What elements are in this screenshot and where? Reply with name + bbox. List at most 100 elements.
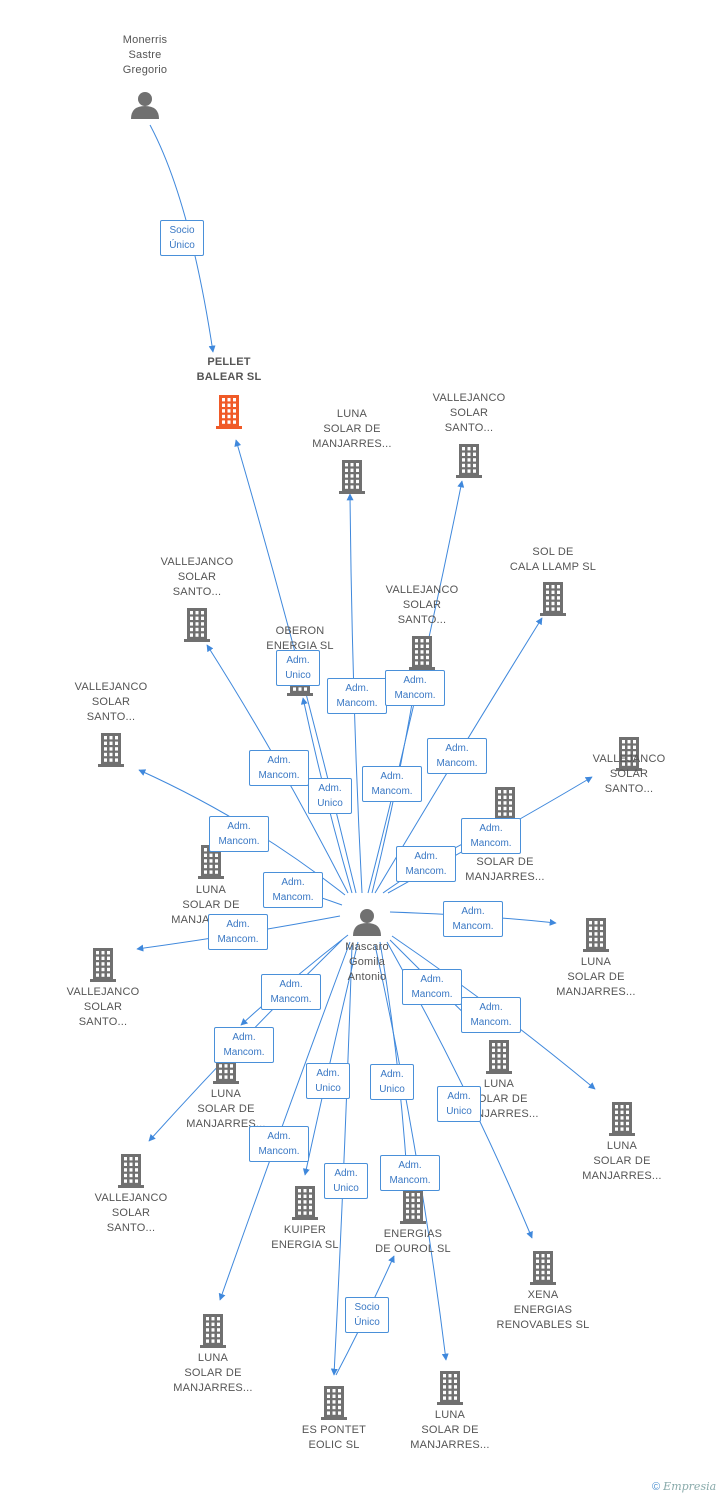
relation-label[interactable]: Adm.Mancom.	[327, 678, 387, 714]
node-label-line: SANTO...	[397, 614, 447, 626]
relation-label-line: Adm.	[267, 1131, 291, 1142]
relation-label-line: Socio	[354, 1302, 380, 1313]
relation-label-line: Adm.	[318, 783, 342, 794]
relation-label-line: Adm.	[281, 877, 305, 888]
relation-label-line: Único	[354, 1317, 380, 1328]
node-label-line: VALLEJANCO	[432, 392, 506, 404]
relation-label[interactable]: Adm.Mancom.	[396, 846, 456, 882]
relation-label[interactable]: Adm.Mancom.	[380, 1155, 440, 1191]
relation-label[interactable]: Adm.Mancom.	[402, 969, 462, 1005]
relation-label[interactable]: Adm.Unico	[276, 650, 320, 686]
relation-label[interactable]: Adm.Mancom.	[208, 914, 268, 950]
node-label-line: SANTO...	[444, 422, 494, 434]
relation-label[interactable]: Adm.Mancom.	[461, 997, 521, 1033]
node-label-line: ENERGIAS	[383, 1228, 443, 1240]
relation-label[interactable]: Adm.Mancom.	[249, 1126, 309, 1162]
node-label-line: XENA	[527, 1289, 559, 1301]
relation-label[interactable]: Adm.Mancom.	[461, 818, 521, 854]
relation-label-line: Unico	[285, 670, 311, 681]
relation-label-line: Mancom.	[436, 758, 478, 769]
relation-label-line: Adm.	[398, 1160, 422, 1171]
node-label-line: BALEAR SL	[196, 371, 262, 383]
relation-label[interactable]: Adm.Mancom.	[362, 766, 422, 802]
relation-label[interactable]: Adm.Mancom.	[385, 670, 445, 706]
node-label-line: SANTO...	[172, 586, 222, 598]
relation-label-line: Mancom.	[371, 786, 413, 797]
relation-label-line: Adm.	[420, 974, 444, 985]
relation-label[interactable]: Adm.Unico	[437, 1086, 481, 1122]
building-icon	[292, 1186, 318, 1220]
brand-logo[interactable]: Empresia	[663, 1480, 717, 1493]
relation-label-line: Mancom.	[270, 994, 312, 1005]
node-label-line: Monerris	[122, 34, 168, 46]
node-label-line: ENERGIA SL	[271, 1239, 339, 1251]
person-icon	[131, 92, 159, 119]
building-icon	[486, 1040, 512, 1074]
relation-label[interactable]: Adm.Mancom.	[214, 1027, 274, 1063]
node-label-line: SANTO...	[604, 783, 654, 795]
relation-label[interactable]: Adm.Mancom.	[209, 816, 269, 852]
node-label-line: LUNA	[195, 884, 227, 896]
relation-label-line: Adm.	[403, 675, 427, 686]
relation-label-line: Mancom.	[218, 836, 260, 847]
relation-label[interactable]: Adm.Mancom.	[249, 750, 309, 786]
relation-label[interactable]: Adm.Unico	[306, 1063, 350, 1099]
relation-label[interactable]: Adm.Unico	[370, 1064, 414, 1100]
relation-label[interactable]: Adm.Mancom.	[261, 974, 321, 1010]
node-label-line: Sastre	[128, 49, 162, 61]
relation-label[interactable]: Adm.Unico	[324, 1163, 368, 1199]
relation-label-line: Adm.	[479, 823, 503, 834]
building-icon	[609, 1102, 635, 1136]
relation-label[interactable]: Adm.Mancom.	[443, 901, 503, 937]
node-label-line: SOL DE	[532, 546, 574, 558]
node-label-line: SOLAR DE	[197, 1103, 255, 1115]
node-label-line: Gomila	[348, 956, 386, 968]
node-ourol[interactable]: ENERGIAS DE OUROL SL	[353, 1188, 473, 1255]
node-label-line: MANJARRES...	[312, 438, 392, 450]
relation-label[interactable]: Adm.Mancom.	[427, 738, 487, 774]
relation-label-line: Adm.	[232, 1032, 256, 1043]
relation-label-line: Unico	[315, 1083, 341, 1094]
relation-label[interactable]: Adm.Mancom.	[263, 872, 323, 908]
node-label-line: MANJARRES...	[410, 1439, 490, 1451]
node-label-line: SOLAR DE	[421, 1424, 479, 1436]
relation-label[interactable]: Adm.Unico	[308, 778, 352, 814]
node-label-line: DE OUROL SL	[375, 1243, 451, 1255]
node-label-line: EOLIC SL	[308, 1439, 360, 1451]
node-label-line: SOLAR DE	[184, 1367, 242, 1379]
node-label-line: MANJARRES...	[582, 1170, 662, 1182]
